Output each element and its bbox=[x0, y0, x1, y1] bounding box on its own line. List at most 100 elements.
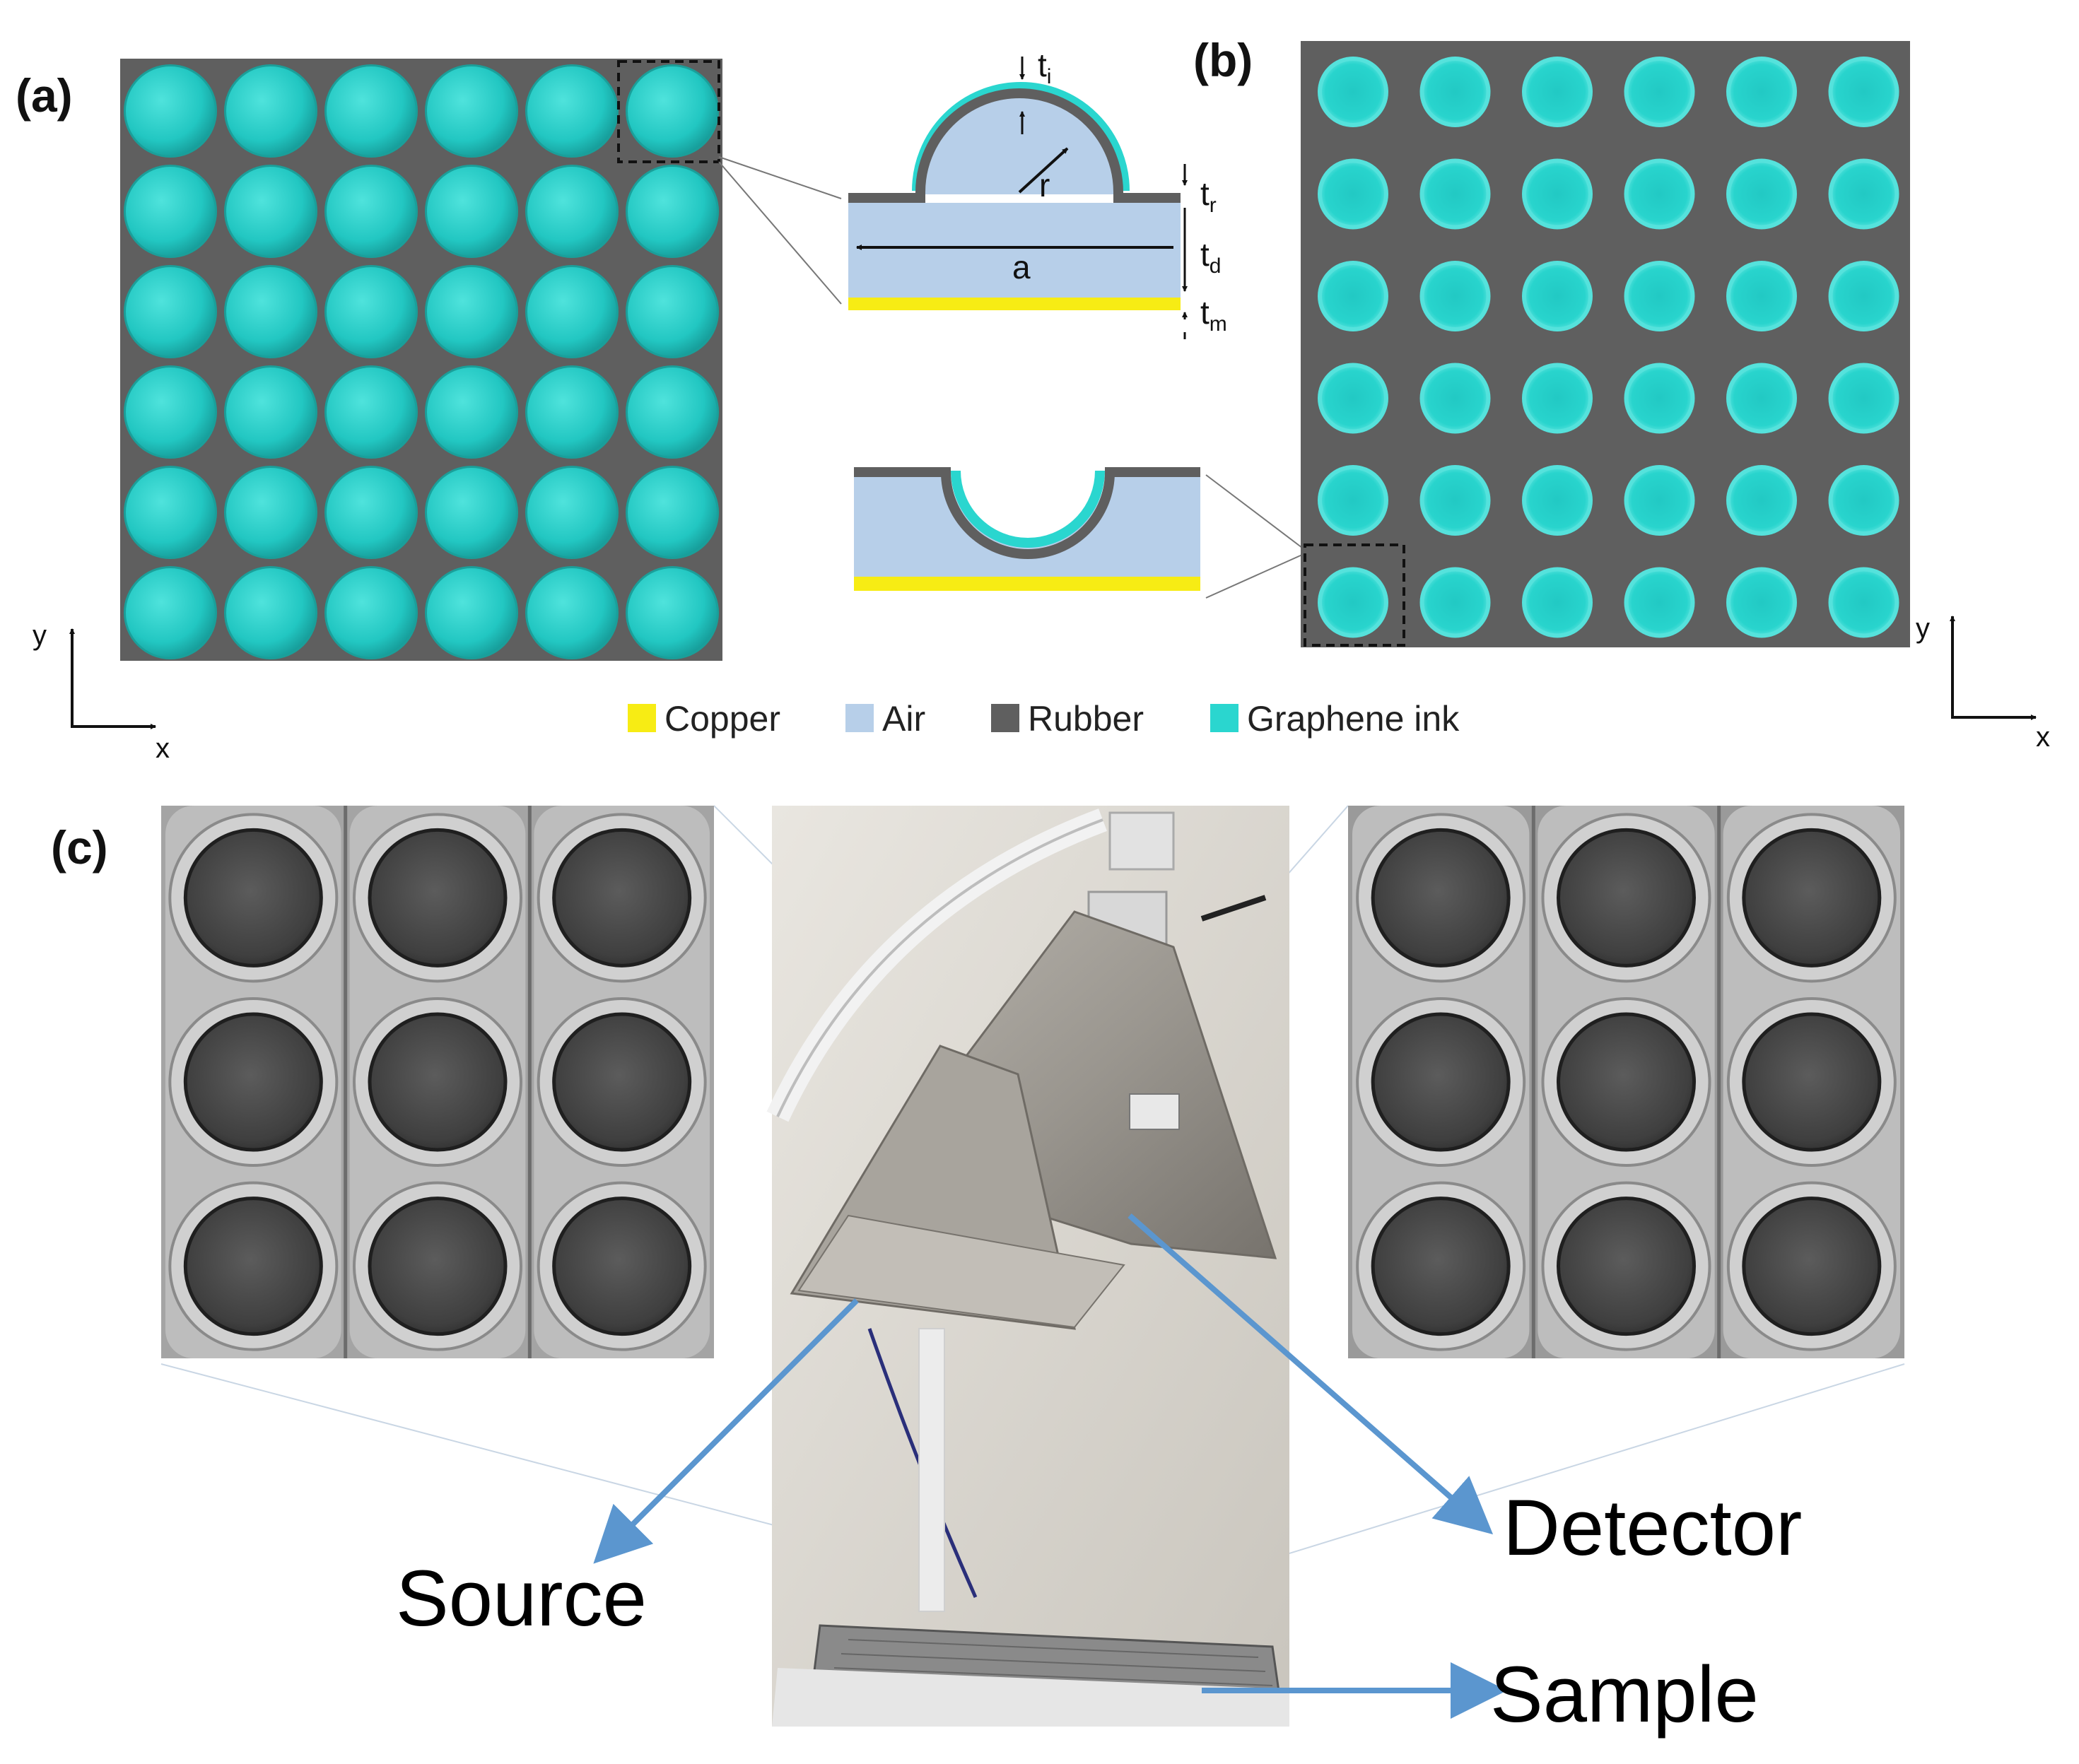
panel-c-label: (c) bbox=[51, 821, 108, 874]
copper-layer bbox=[848, 298, 1181, 310]
photo-cell bbox=[368, 1196, 508, 1336]
dimple-ink bbox=[1628, 61, 1691, 123]
dome-ink bbox=[226, 267, 315, 356]
dimple-ink bbox=[1322, 571, 1384, 634]
rubber-layer bbox=[848, 88, 1181, 203]
panel-a-rubber-sheet bbox=[120, 59, 722, 661]
dim-r-label: r bbox=[1039, 167, 1050, 204]
dimple-ink bbox=[1322, 469, 1384, 531]
cross-section-dimple bbox=[854, 467, 1303, 599]
source-arrow bbox=[593, 1298, 859, 1564]
axis-b-y-label: y bbox=[1916, 613, 1930, 644]
panel-a-array bbox=[120, 59, 722, 661]
photo-cell bbox=[1557, 1196, 1696, 1336]
dome-ink bbox=[427, 66, 516, 155]
axis-a-x-label: x bbox=[156, 733, 170, 764]
dimple-ink bbox=[1322, 61, 1384, 123]
dome-ink bbox=[327, 167, 416, 256]
dome-ink bbox=[226, 167, 315, 256]
dimple-ink bbox=[1832, 367, 1895, 430]
photo-cell bbox=[368, 1012, 508, 1152]
dome-ink bbox=[327, 468, 416, 557]
dimple-ink bbox=[1730, 265, 1793, 327]
axis-a-y-label: y bbox=[33, 620, 47, 651]
legend-swatch-air bbox=[845, 704, 874, 732]
axis-indicator-a: y x bbox=[33, 620, 170, 764]
dome-ink bbox=[628, 568, 717, 657]
photo-cell bbox=[183, 1196, 323, 1336]
dimple-ink bbox=[1526, 367, 1588, 430]
dome-ink bbox=[126, 167, 215, 256]
legend-swatch-copper bbox=[628, 704, 656, 732]
dimple-ink bbox=[1832, 163, 1895, 225]
photo-cell bbox=[552, 828, 692, 968]
dimple-ink bbox=[1424, 61, 1487, 123]
dome-ink bbox=[427, 568, 516, 657]
panel-b-array bbox=[1301, 41, 1910, 647]
legend-label-air: Air bbox=[882, 699, 925, 739]
dim-tr-label: tr bbox=[1200, 175, 1217, 217]
dome-ink bbox=[427, 368, 516, 457]
dimple-ink bbox=[1424, 469, 1487, 531]
dimple-ink bbox=[1526, 571, 1588, 634]
dome-ink bbox=[628, 66, 717, 155]
panel-a-label: (a) bbox=[16, 69, 73, 122]
photo-cell bbox=[183, 828, 323, 968]
detector-arrow bbox=[1128, 1213, 1494, 1535]
dimple-ink bbox=[1628, 367, 1691, 430]
photo-left-array bbox=[161, 806, 714, 1358]
dimple-ink bbox=[1526, 61, 1588, 123]
dimple-ink bbox=[1322, 163, 1384, 225]
legend-swatch-rubber bbox=[991, 704, 1019, 732]
photo-cell bbox=[1371, 1012, 1511, 1152]
dimple-ink bbox=[1832, 469, 1895, 531]
photo-cell bbox=[1742, 1012, 1882, 1152]
photo-cell bbox=[1557, 828, 1696, 968]
photo-measurement-setup bbox=[766, 806, 1289, 1727]
dome-ink bbox=[226, 468, 315, 557]
dome-ink bbox=[527, 66, 616, 155]
dim-a-label: a bbox=[1012, 249, 1031, 286]
dome-ink bbox=[527, 167, 616, 256]
dome-ink bbox=[527, 267, 616, 356]
dome-ink bbox=[226, 568, 315, 657]
dimple-ink bbox=[1730, 367, 1793, 430]
axis-b-x-label: x bbox=[2036, 722, 2050, 753]
panel-b-rubber-sheet bbox=[1301, 41, 1910, 647]
dome-ink bbox=[628, 267, 717, 356]
photo-cell bbox=[183, 1012, 323, 1152]
material-legend: Copper Air Rubber Graphene ink bbox=[628, 699, 1460, 739]
dimple-ink bbox=[1322, 265, 1384, 327]
dome-ink bbox=[327, 368, 416, 457]
legend-label-copper: Copper bbox=[664, 699, 780, 739]
dome-ink bbox=[327, 568, 416, 657]
dimple-ink bbox=[1628, 571, 1691, 634]
sample-label: Sample bbox=[1490, 1650, 1759, 1739]
photo-cell bbox=[1371, 1196, 1511, 1336]
photo-right-array bbox=[1348, 806, 1904, 1358]
dome-ink bbox=[327, 267, 416, 356]
dome-ink bbox=[126, 568, 215, 657]
dimple-ink bbox=[1832, 571, 1895, 634]
source-label: Source bbox=[396, 1554, 647, 1642]
dimple-ink bbox=[1628, 469, 1691, 531]
dim-ti-label: ti bbox=[1038, 47, 1051, 88]
dome-ink bbox=[628, 167, 717, 256]
legend-label-rubber: Rubber bbox=[1028, 699, 1144, 739]
legend-swatch-graphene-ink bbox=[1210, 704, 1238, 732]
dome-ink bbox=[126, 66, 215, 155]
callout-arrows bbox=[593, 1213, 1507, 1719]
dim-td-label: td bbox=[1200, 236, 1221, 278]
legend-label-graphene-ink: Graphene ink bbox=[1247, 699, 1460, 739]
dim-tm-label: tm bbox=[1200, 294, 1227, 336]
dome-ink bbox=[527, 468, 616, 557]
dome-ink bbox=[126, 267, 215, 356]
dome-ink bbox=[126, 468, 215, 557]
dimple-ink bbox=[1526, 265, 1588, 327]
cross-section-dome: r ti tr a td tm bbox=[718, 47, 1227, 339]
dome-ink bbox=[427, 167, 516, 256]
dome-ink bbox=[327, 66, 416, 155]
dome-ink bbox=[628, 468, 717, 557]
dimple-ink bbox=[1832, 265, 1895, 327]
photo-cell bbox=[1742, 1196, 1882, 1336]
